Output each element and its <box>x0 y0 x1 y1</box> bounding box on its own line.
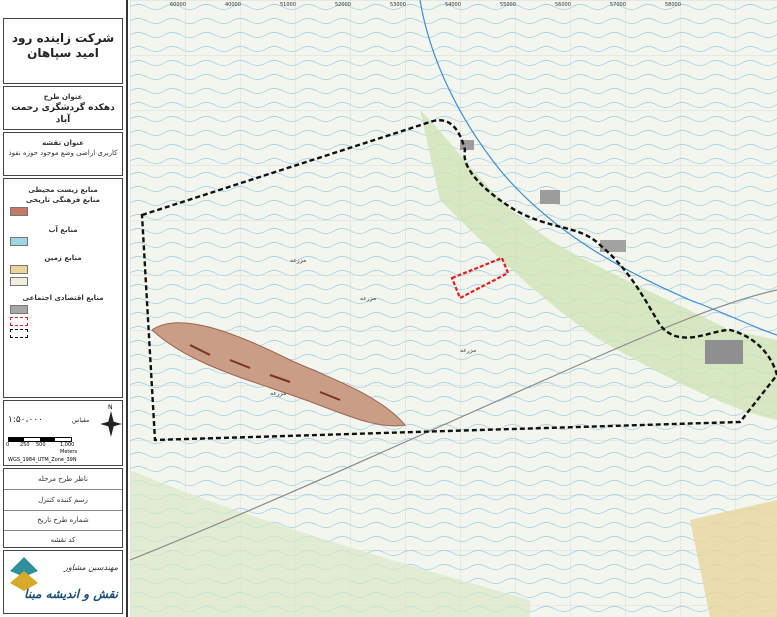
study-area-boundary <box>140 119 777 442</box>
legend-item <box>4 275 122 287</box>
legend-item <box>4 327 122 339</box>
scale-tick: 1,000 <box>60 442 75 448</box>
coord-tick: 40000 <box>225 2 241 8</box>
river-line <box>419 0 777 336</box>
scale-bar <box>8 437 72 442</box>
coord-tick: 58000 <box>665 2 681 8</box>
place-label: مزرعه <box>360 295 376 302</box>
consultant-name-line1: مهندسین مشاور <box>64 563 118 572</box>
legend-section-title: منابع زیست محیطی <box>28 186 98 194</box>
coord-tick: 51000 <box>280 2 296 8</box>
site-boundary-swatch <box>10 317 28 326</box>
title-block-row: رسم کننده کنترل <box>4 490 122 511</box>
legend-item <box>4 303 122 315</box>
projection-text: WGS_1984_UTM_Zone_39N <box>8 457 77 463</box>
legend-section-title: منابع زمین <box>44 254 82 262</box>
scale-value: ۱:۵۰،۰۰۰ <box>8 415 43 425</box>
scale-tick: 0 <box>6 442 10 448</box>
consultant-name-line2: نقش و اندیشه مبنا <box>24 587 118 601</box>
legend-swatch <box>10 305 28 314</box>
map-title-label: عنوان نقشه <box>42 139 84 147</box>
settlement <box>705 340 743 364</box>
place-label: مزرعه <box>460 347 476 354</box>
title-block-row: شماره طرح تاریخ <box>4 511 122 531</box>
coord-tick: 52000 <box>335 2 351 8</box>
topographic-map[interactable]: 60000 40000 51000 52000 53000 54000 5500… <box>130 0 777 617</box>
coord-tick: 54000 <box>445 2 461 8</box>
map-legend-box: منابع زیست محیطی منابع فرهنگی تاریخی منا… <box>3 178 123 398</box>
map-title-box: عنوان نقشه کاربری اراضی وضع موجود حوزه ن… <box>3 132 123 176</box>
legend-swatch <box>10 207 28 216</box>
map-canvas: 60000 40000 51000 52000 53000 54000 5500… <box>130 0 777 617</box>
legend-section-title: منابع اقتصادی اجتماعی <box>22 294 104 302</box>
legend-section-title: منابع آب <box>48 226 78 234</box>
scale-label: مقیاس <box>72 417 90 424</box>
legend-item <box>4 263 122 275</box>
ridge-rocks <box>189 344 341 401</box>
legend-item <box>4 315 122 327</box>
coord-tick: 56000 <box>555 2 571 8</box>
legend-item <box>4 205 122 217</box>
project-title-box: عنوان طرح دهکده گردشگری رحمت آباد <box>3 86 123 130</box>
title-block-row: کد نقشه <box>50 536 76 544</box>
scale-box: ۱:۵۰،۰۰۰ مقیاس N 0 250 500 1,000 Meters … <box>3 400 123 466</box>
title-block-row: ناظر طرح مرحله <box>4 469 122 490</box>
title-block-table: ناظر طرح مرحله رسم کننده کنترل شماره طرح… <box>3 468 123 548</box>
legend-swatch <box>10 237 28 246</box>
place-label: مزرعه <box>270 390 286 397</box>
coordinate-ticks: 60000 40000 51000 52000 53000 54000 5500… <box>170 2 681 8</box>
coord-tick: 53000 <box>390 2 406 8</box>
project-name: دهکده گردشگری رحمت آباد <box>11 103 115 125</box>
study-boundary-swatch <box>10 329 28 338</box>
mountain-ridge <box>151 322 406 427</box>
legend-swatch <box>10 265 28 274</box>
settlement <box>460 140 474 150</box>
project-label: عنوان طرح <box>43 93 83 101</box>
company-title-box: شرکت زاینده رود امید سپاهان <box>3 18 123 84</box>
scale-tick: 500 <box>36 442 46 448</box>
legend-swatch <box>10 277 28 286</box>
scale-unit: Meters <box>60 449 78 455</box>
north-label: N <box>108 404 113 411</box>
map-legend-panel: شرکت زاینده رود امید سپاهان عنوان طرح ده… <box>0 0 128 617</box>
legend-section-title: منابع فرهنگی تاریخی <box>26 196 100 204</box>
coord-tick: 55000 <box>500 2 516 8</box>
place-label: مزرعه <box>290 257 306 264</box>
settlement <box>600 240 626 252</box>
coord-tick: 57000 <box>610 2 626 8</box>
agriculture-area <box>130 470 530 617</box>
settlement <box>540 190 560 204</box>
north-arrow-icon <box>100 411 122 437</box>
valley-vegetation <box>420 110 777 420</box>
scale-tick: 250 <box>20 442 30 448</box>
company-name-line2: امید سپاهان <box>27 46 99 60</box>
coord-tick: 60000 <box>170 2 186 8</box>
consultant-logo-icon <box>10 557 38 591</box>
consultant-logo-box: مهندسین مشاور نقش و اندیشه مبنا <box>3 550 123 614</box>
legend-item <box>4 235 122 247</box>
farmland-area <box>690 500 777 617</box>
company-name: شرکت زاینده رود <box>11 31 115 45</box>
map-title: کاربری اراضی وضع موجود حوزه نفوذ <box>8 149 118 157</box>
